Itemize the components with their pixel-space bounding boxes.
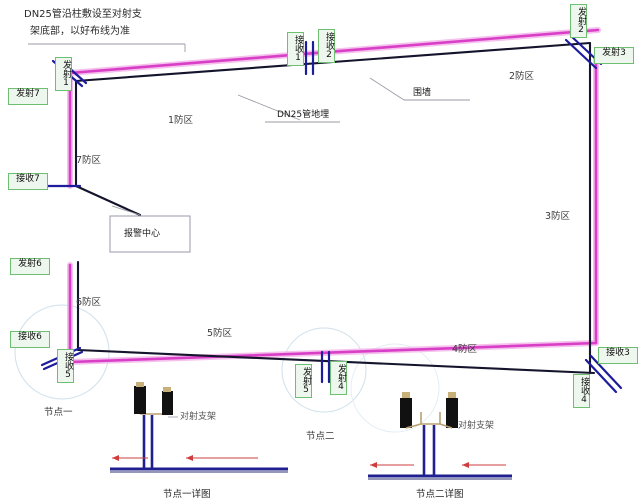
bracket-label-1: 对射支架 [180,412,217,422]
device-tag-tx1[interactable]: 发射1 [55,57,72,91]
zone-label-5: 5防区 [207,328,233,339]
device-tag-rx6[interactable]: 接收6 [10,331,50,348]
device-tag-rx5[interactable]: 接收5 [57,349,74,383]
device-tag-tx2[interactable]: 发射2 [570,4,587,38]
device-tag-rx4[interactable]: 接收4 [573,374,590,408]
alarm-center-label: 报警中心 [124,229,161,239]
device-tag-tx7[interactable]: 发射7 [8,88,48,105]
detail-caption-2: 节点二详图 [416,489,464,500]
device-tag-tx4[interactable]: 发射4 [330,361,347,395]
beam-links [40,34,623,394]
perimeter-wall [74,41,596,375]
device-tag-rx2[interactable]: 接收2 [318,29,335,63]
zone-label-6: 6防区 [76,297,102,308]
zone-label-3: 3防区 [545,211,571,222]
zone-label-1: 1防区 [168,115,194,126]
device-tag-rx7[interactable]: 接收7 [8,173,48,190]
node-caption-1: 节点一 [44,407,73,418]
leader-lines [28,43,470,216]
bracket-label-2: 对射支架 [458,421,495,431]
detail-caption-1: 节点一详图 [163,489,211,500]
device-tag-rx3[interactable]: 接收3 [598,347,638,364]
node-circle-detail2-bg [350,343,440,433]
device-tag-rx1[interactable]: 接收1 [287,32,304,66]
device-tag-tx6[interactable]: 发射6 [10,258,50,275]
detail-drawing-2 [368,392,512,480]
device-tag-tx3[interactable]: 发射3 [594,47,634,64]
node-circle-2 [281,327,367,413]
title-note-line2: 架底部，以好布线为准 [30,26,130,37]
annotation-pipe: DN25管地埋 [277,110,330,120]
pipe-route [68,28,600,364]
zone-label-4: 4防区 [452,344,478,355]
alarm-center-box [109,215,191,253]
node-caption-2: 节点二 [306,431,335,442]
title-note-line1: DN25管沿柱敷设至对射支 [24,9,142,20]
device-tag-tx5[interactable]: 发射5 [295,364,312,398]
detail-drawing-1 [110,382,288,473]
annotation-wall: 围墙 [413,88,432,98]
zone-label-2: 2防区 [509,71,535,82]
zone-label-7: 7防区 [76,155,102,166]
